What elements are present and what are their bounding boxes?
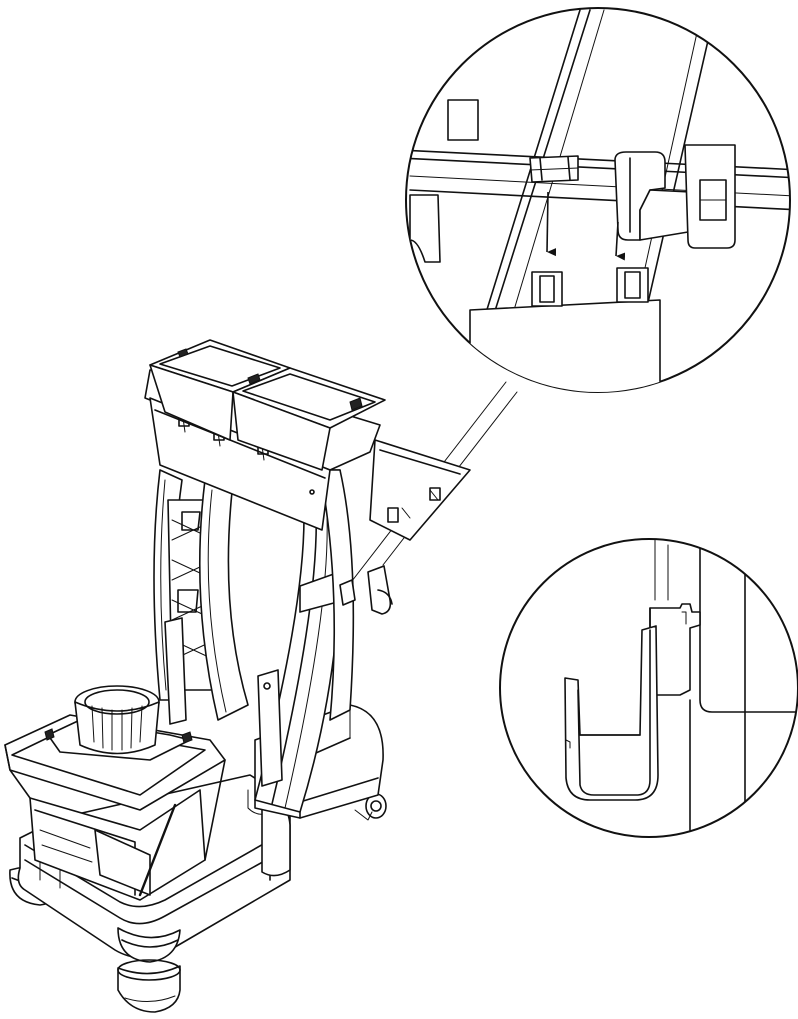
wringer-basket (44, 685, 193, 761)
rear-post (257, 669, 283, 787)
top-bucket-right (232, 367, 386, 471)
cleaning-trolley (4, 339, 471, 1013)
j-shaped-hook (564, 625, 659, 801)
insert-arrow-left (546, 191, 557, 257)
side-shelf (369, 439, 471, 541)
hanger-hooks (339, 565, 393, 615)
slot-right (616, 267, 649, 303)
top-detail-callout (405, 7, 791, 393)
bracket-frame-right (684, 144, 736, 249)
figure-subject: cleaning trolley with buckets and detail… (0, 0, 1, 1)
top-bucket-left (149, 339, 291, 441)
front-upright (198, 479, 249, 721)
insert-arrow-right (615, 221, 626, 261)
bracket-tab-left (529, 155, 579, 183)
bottom-detail-callout (499, 538, 798, 838)
front-wheel (117, 959, 181, 1013)
slot-left (531, 271, 563, 307)
mop-pole (164, 617, 187, 725)
bracket-hook-right (614, 151, 691, 241)
